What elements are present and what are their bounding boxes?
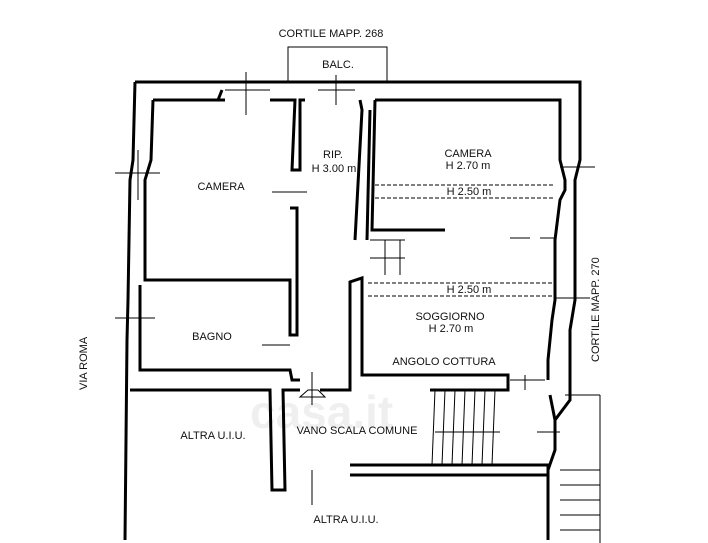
vano-scala-label: VANO SCALA COMUNE (296, 425, 418, 437)
soggiorno-low-height: H 2.50 m (446, 284, 492, 296)
balcony-outline (287, 46, 388, 83)
camera-right-label: CAMERA (444, 148, 492, 160)
altra-uiu-left-label: ALTRA U.I.U. (180, 430, 246, 442)
via-roma-label: VIA ROMA (78, 336, 90, 390)
cortile-top-label: CORTILE MAPP. 268 (278, 28, 384, 40)
bagno-label: BAGNO (192, 331, 232, 343)
soggiorno-height: H 2.70 m (428, 323, 474, 335)
entry-arrow-icon (298, 389, 327, 398)
ripostiglio-height: H 3.00 m (311, 163, 357, 175)
angolo-cottura-label: ANGOLO COTTURA (392, 356, 496, 368)
ripostiglio-label: RIP. (323, 149, 343, 161)
camera-right-height: H 2.70 m (445, 160, 491, 172)
watermark: casa.it (250, 386, 394, 438)
fixtures (115, 46, 601, 543)
staircase (370, 239, 601, 543)
soggiorno-label: SOGGIORNO (415, 311, 485, 323)
altra-uiu-bottom-label: ALTRA U.I.U. (313, 514, 379, 526)
cortile-right-label: CORTILE MAPP. 270 (590, 257, 602, 362)
walls (123, 80, 582, 541)
balcony-label: BALC. (322, 59, 354, 71)
camera-left-label: CAMERA (197, 181, 245, 193)
camera-right-low-height: H 2.50 m (446, 186, 492, 198)
